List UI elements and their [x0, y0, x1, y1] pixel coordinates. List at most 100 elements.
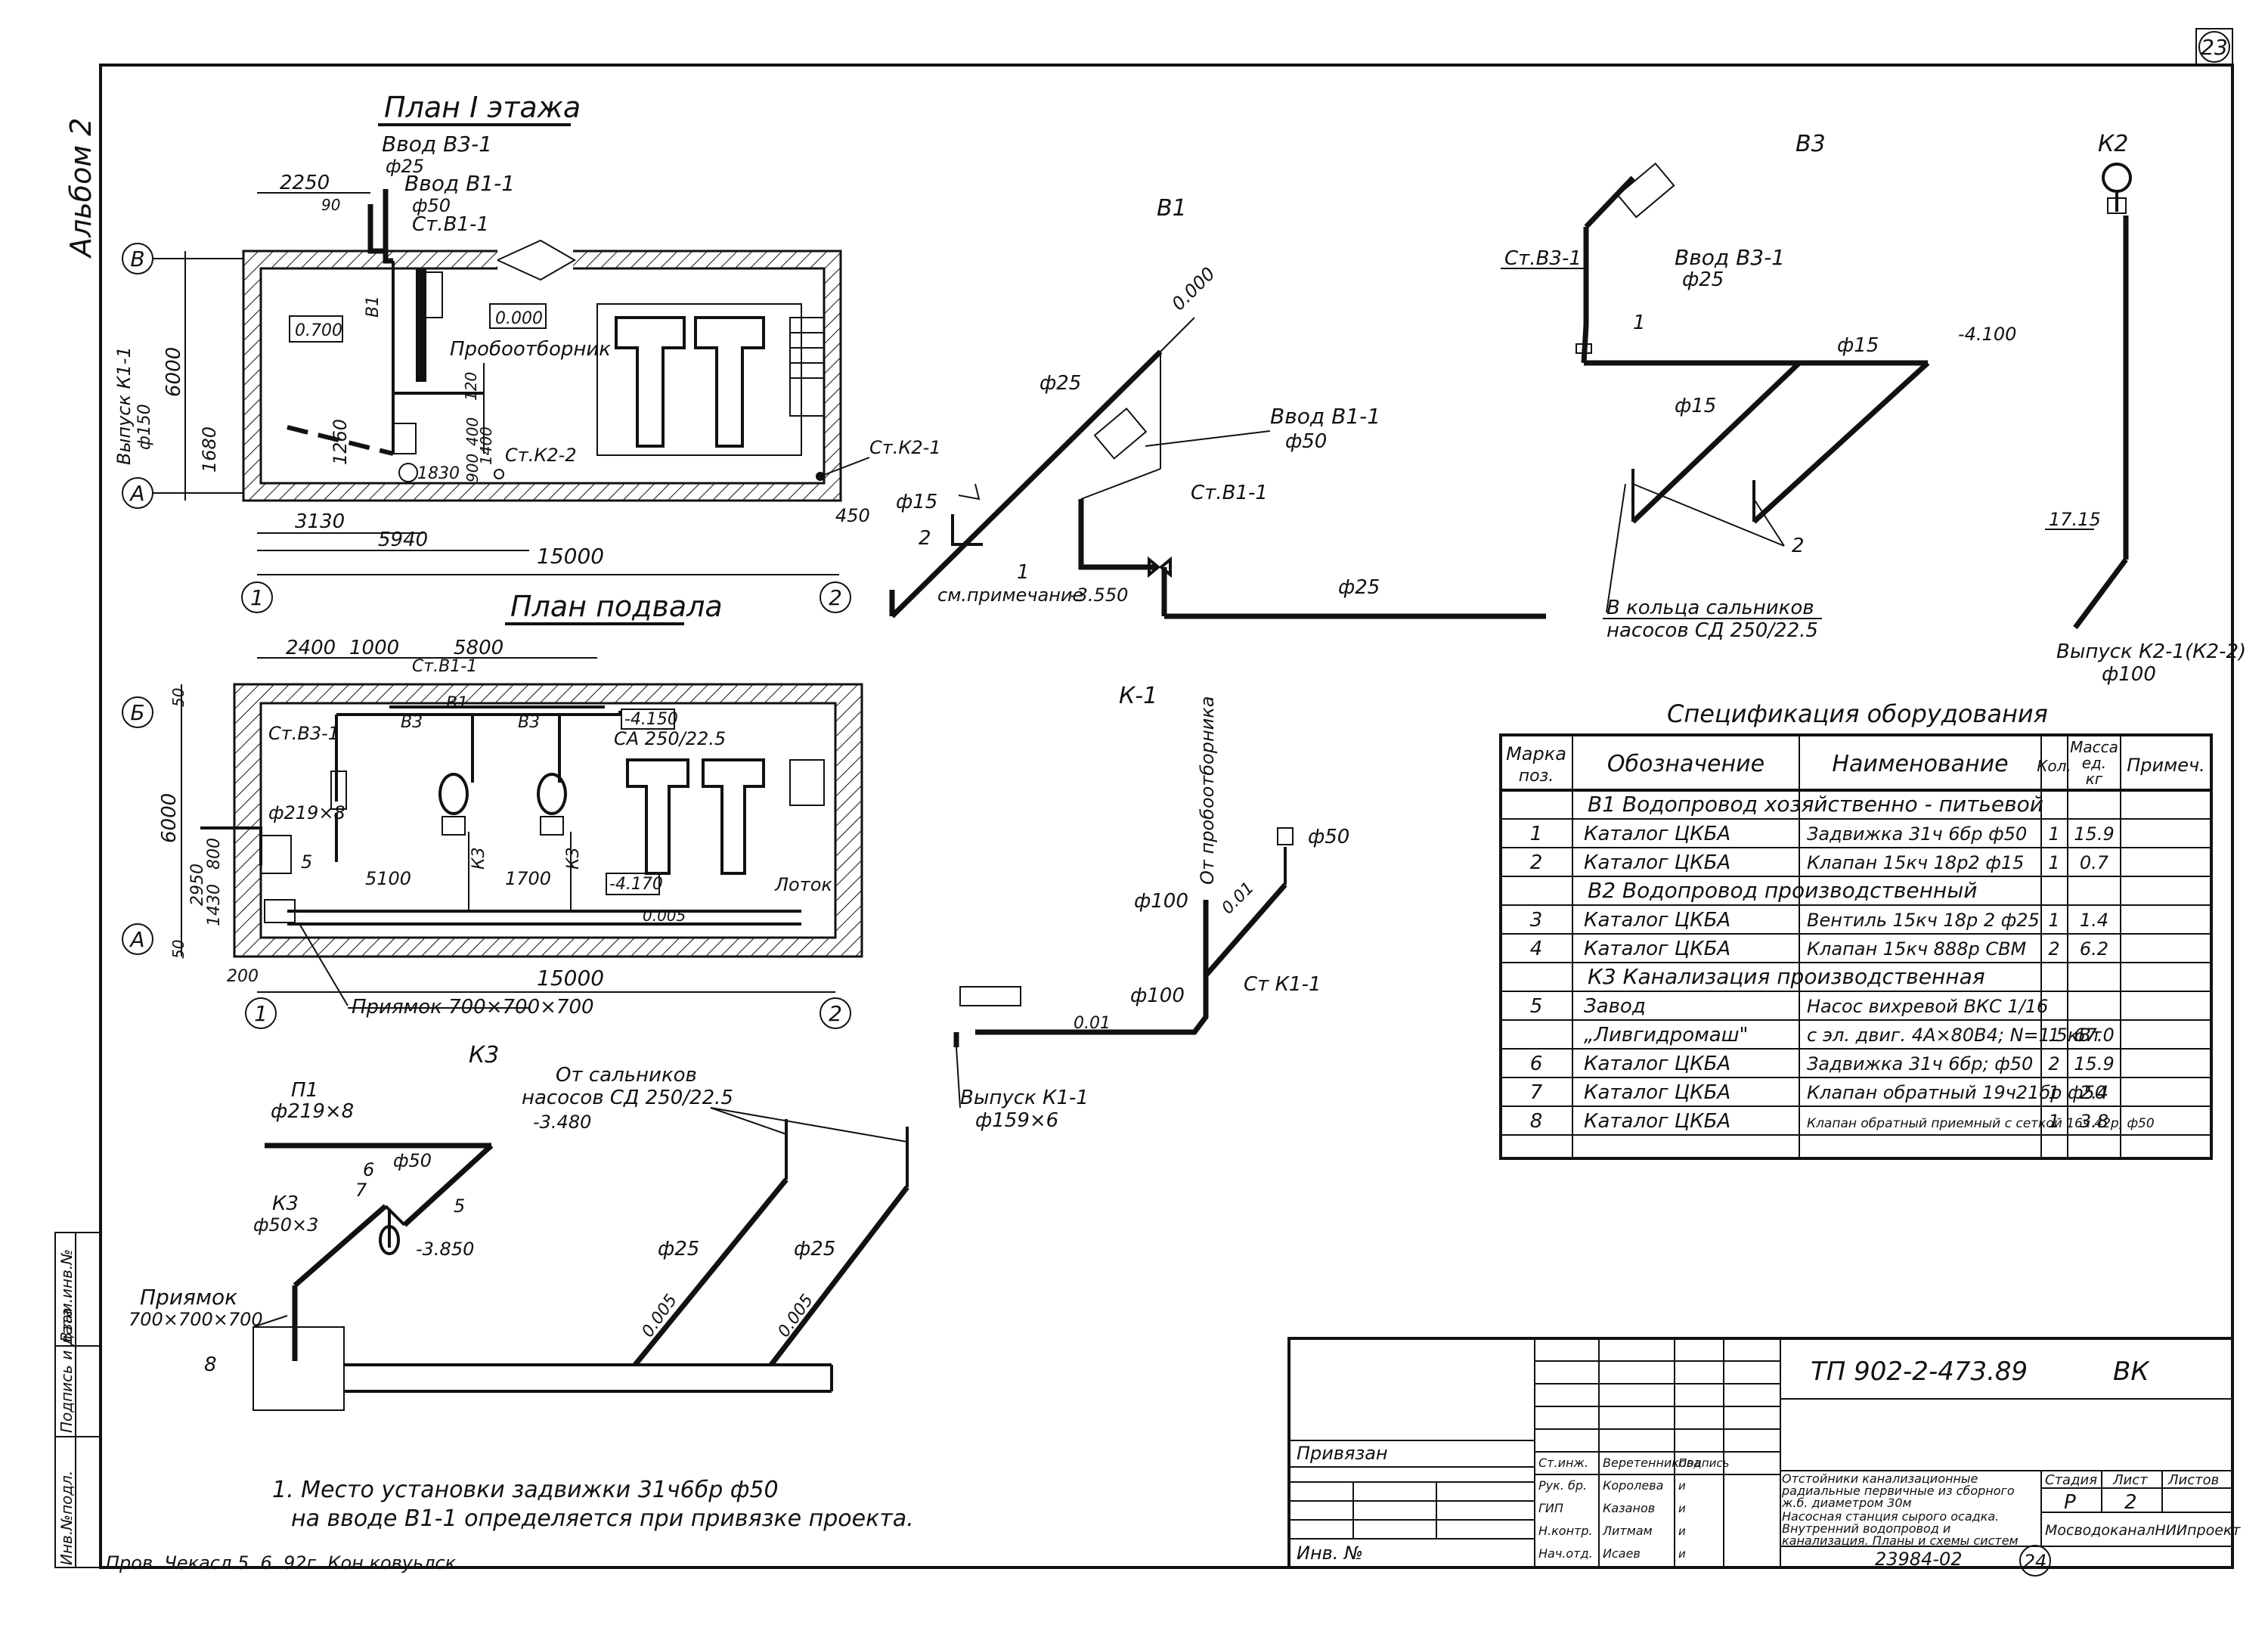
tb-stage: Р	[2064, 1491, 2076, 1514]
spec-row-code: Каталог ЦКБА	[1584, 938, 1730, 960]
album-label: Альбом 2	[64, 118, 98, 259]
plan1-vvod-v11-diameter: ф50	[412, 195, 451, 216]
k2-elev: 17.15	[2049, 509, 2101, 530]
b3-d15a: ф15	[1837, 334, 1879, 357]
plan-first-floor: План I этажа 2250 6000 1680 1260	[113, 91, 941, 613]
tb-role-name: Литмам	[1602, 1524, 1653, 1538]
plan1-vvod-v31-diameter: ф25	[386, 156, 424, 177]
basement-pipe-219: ф219×8	[268, 802, 345, 823]
tb-inventory: 23984-02	[1875, 1549, 1963, 1570]
b3-elev-4100: -4.100	[1958, 324, 2016, 345]
tb-role-role: Н.контр.	[1538, 1524, 1593, 1538]
spec-row-mass: 15.9	[2074, 1053, 2114, 1074]
plan1-dim-1260: 1260	[330, 419, 351, 465]
basement-dim-15000: 15000	[537, 966, 604, 991]
k1-slope1: 0.01	[1219, 879, 1258, 918]
k1-vypusk: Выпуск К1-1	[960, 1087, 1089, 1109]
k3-pos6: 6	[363, 1159, 374, 1180]
k1-title: К-1	[1119, 683, 1157, 709]
tb-desc1-box: Отстойники канализационные радиальные пе…	[1782, 1473, 2015, 1509]
b3-pos2: 2	[1792, 535, 1805, 557]
spec-title: Спецификация оборудования	[1667, 699, 2048, 728]
specification-table: Спецификация оборудования Марка поз. Обо…	[1499, 699, 2213, 1160]
spec-row-qty: 1	[2048, 1082, 2059, 1103]
spec-row-name: Клапан 15кч 18р2 ф15	[1807, 852, 2024, 873]
basement-st-b31: Ст.В3-1	[268, 723, 339, 744]
spec-group-group_b1: В1 Водопровод хозяйственно - питьевой	[1588, 792, 2043, 817]
tb-side-vzam: Взам.инв.№	[57, 1249, 76, 1342]
spec-row-name: с эл. двиг. 4А×80В4; N=1.5кВт	[1807, 1025, 2102, 1046]
basement-dim-2950: 2950	[188, 864, 207, 906]
spec-row-name: Вентиль 15кч 18р 2 ф25	[1807, 910, 2040, 931]
k3-pos7: 7	[355, 1180, 367, 1201]
k2-title: К2	[2098, 131, 2128, 157]
spec-row-pos: 2	[1530, 851, 1543, 874]
basement-axis-2: 2	[829, 1001, 842, 1026]
k3-elev-3480: -3.480	[533, 1112, 591, 1133]
spec-row-pos: 6	[1530, 1053, 1543, 1075]
k3-pos5: 5	[454, 1195, 465, 1217]
tb-role-role: Рук. бр.	[1538, 1478, 1587, 1493]
scheme-k3: К3 П1 ф219×8 От сальников насосов СД 250…	[129, 1042, 909, 1411]
basement-dim-50-bottom: 50	[169, 940, 187, 959]
plan-basement: План подвала 2400	[122, 590, 863, 1029]
tb-privyazan: Привязан	[1297, 1443, 1388, 1464]
note-line2: на вводе В1-1 определяется при привязке …	[291, 1505, 914, 1532]
k3-from2: насосов СД 250/22.5	[522, 1087, 733, 1109]
tb-stage-h: Стадия	[2045, 1472, 2097, 1488]
k3-from1: От сальников	[556, 1064, 697, 1087]
pump-symbol	[330, 771, 567, 836]
tb-side-sign: Подпись и дата	[57, 1307, 76, 1433]
spec-row-code: Каталог ЦКБА	[1584, 1110, 1730, 1133]
b1-pos2: 2	[919, 527, 931, 550]
k3-d50: ф50	[393, 1150, 432, 1171]
basement-dim-5800: 5800	[454, 637, 503, 659]
tb-desc2-box: Насосная станция сырого осадка. Внутренн…	[1782, 1511, 2019, 1547]
k2-vypusk-diameter: ф100	[2102, 663, 2156, 686]
basement-elev-4150: -4.150	[624, 710, 678, 729]
basement-b1: В1	[446, 694, 468, 713]
basement-dim-1430: 1430	[205, 884, 224, 926]
spec-group-group_b2: В2 Водопровод производственный	[1588, 878, 1978, 903]
tb-role-role: Нач.отд.	[1538, 1546, 1593, 1561]
plan1-dim-400: 400	[463, 417, 482, 446]
spec-group-group_k3: К3 Канализация производственная	[1588, 964, 1985, 989]
note-line1: 1. Место установки задвижки 31ч6бр ф50	[272, 1477, 779, 1503]
spec-row-mass: 1.4	[2080, 910, 2108, 931]
tb-role-role: Ст.инж.	[1538, 1456, 1588, 1470]
basement-title: План подвала	[510, 590, 723, 623]
k3-p1-diameter: ф219×8	[271, 1100, 354, 1123]
spec-row-qty: 1	[2048, 852, 2059, 873]
k3-label-diameter: ф50×3	[253, 1214, 318, 1236]
spec-row-mass: 67.0	[2074, 1025, 2114, 1046]
plan1-vvod-v31: Ввод В3-1	[382, 132, 492, 157]
basement-k3-b: К3	[564, 847, 583, 870]
spec-row-name: Клапан обратный приемный с сеткой 16ч 42…	[1807, 1116, 2155, 1131]
spec-header-mass-3: кг	[2086, 770, 2103, 788]
plan1-dim-1680: 1680	[199, 426, 220, 473]
b1-d25: ф25	[1040, 372, 1081, 395]
k3-d25a: ф25	[658, 1238, 699, 1260]
k3-elev-3850: -3.850	[416, 1239, 474, 1260]
plan1-dim-15000: 15000	[537, 544, 604, 569]
b3-pos1: 1	[1633, 312, 1646, 334]
plan1-dim-3130: 3130	[295, 510, 345, 533]
b3-ring1: В кольца сальников	[1606, 597, 1814, 619]
spec-row-mass: 15.9	[2074, 823, 2114, 845]
spec-header-qty: Кол.	[2037, 757, 2071, 775]
spec-row-mass: 0.7	[2080, 852, 2109, 873]
tb-project-code: ТП 902-2-473.89	[1811, 1357, 2028, 1387]
basement-dim-5100: 5100	[365, 868, 411, 889]
k1-vypusk-diameter: ф159×6	[975, 1109, 1058, 1132]
tb-role-sign: и	[1678, 1524, 1686, 1538]
b3-vvod: Ввод В3-1	[1675, 245, 1785, 270]
tb-desc2: Насосная станция сырого осадка. Внутренн…	[1782, 1511, 2019, 1547]
basement-lotok: Лоток	[774, 874, 832, 895]
spec-row-name: Задвижка 31ч 6бр ф50	[1807, 823, 2027, 845]
k1-d100b: ф100	[1130, 984, 1185, 1007]
scheme-b3: В3 Ст.В3-1 Ввод В3-1 ф25 1 ф15 -4.100 ф1…	[1501, 131, 2016, 642]
scheme-k2: К2 17.15 Выпуск К2-1(К2-2) ф100	[2045, 131, 2246, 686]
plan1-dim-900: 900	[463, 454, 482, 482]
k1-st: Ст К1-1	[1244, 973, 1321, 996]
